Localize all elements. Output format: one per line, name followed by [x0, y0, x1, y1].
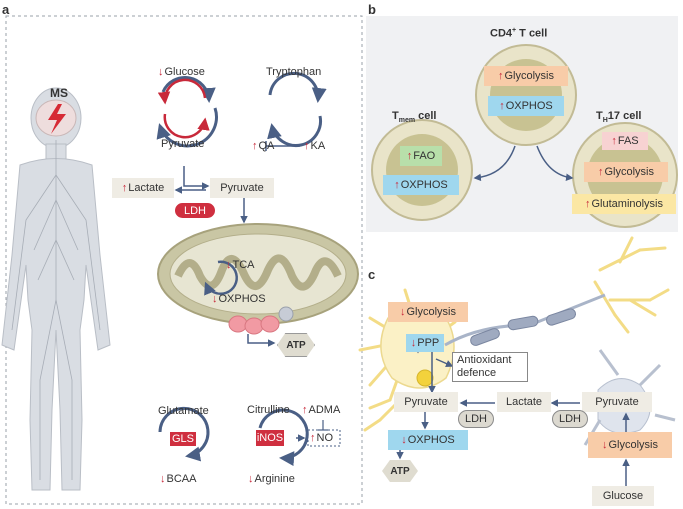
glutamine-glutamate: Glutamate — [158, 405, 209, 417]
c-glycolysis-neuron: ↓Glycolysis — [388, 302, 468, 322]
tmem-fao: ↑FAO — [400, 146, 442, 166]
th17-title: TH17 cell — [596, 110, 642, 125]
c-pyruvate-neuron: Pyruvate — [394, 392, 458, 412]
glycolysis-glucose: ↓Glucose — [158, 66, 205, 78]
c-glycolysis-oligo: ↓Glycolysis — [588, 432, 672, 458]
tca-cycle-arrow — [204, 260, 238, 296]
urea-arginine: ↓Arginine — [248, 473, 295, 485]
cd4-glycolysis: ↑Glycolysis — [484, 66, 568, 86]
mitochondrion-illustration — [157, 223, 359, 325]
panel-label-a: a — [2, 2, 10, 17]
c-lactate: Lactate — [497, 392, 551, 412]
panel-label-c: c — [368, 267, 376, 282]
arrow-ppp-to-antioxidant — [435, 358, 454, 368]
no-dashed-box — [307, 429, 341, 447]
cd4-cell-illustration — [475, 44, 577, 146]
cd4-oxphos: ↑OXPHOS — [488, 96, 564, 116]
arrow-cd4-to-th17 — [536, 145, 574, 181]
c-glucose: Glucose — [592, 486, 654, 506]
kynurenine-qa: ↑QA — [252, 140, 275, 152]
th17-glycolysis: ↑Glycolysis — [584, 162, 668, 182]
panel-a-frame — [5, 15, 363, 505]
th17-fas: ↑FAS — [602, 132, 648, 150]
glutamine-bcaa: ↓BCAA — [160, 473, 197, 485]
glutamine-cycle-arrow — [158, 406, 210, 462]
lightning-bolt-icon — [48, 104, 66, 134]
arrow-cd4-to-tmem — [473, 145, 516, 182]
electron-transport-chain-icon — [228, 306, 294, 335]
arrow-glycolysis-to-pyruvate — [183, 166, 210, 190]
arrow-oxphos-to-atp — [247, 334, 276, 347]
urea-no: ↑NO — [310, 432, 333, 444]
glycolysis-cycle-arrows — [156, 75, 218, 148]
tmem-title: Tmem cell — [392, 110, 437, 125]
cd4-title: CD4+ T cell — [490, 27, 548, 40]
th17-glutaminolysis: ↑Glutaminolysis — [572, 194, 676, 214]
glycolysis-pyruvate: Pyruvate — [161, 138, 205, 150]
oxphos-label: ↓OXPHOS — [212, 293, 266, 305]
c-ppp: ↓PPP — [406, 334, 444, 352]
tmem-cell-illustration — [371, 119, 473, 221]
kynurenine-ka: ↑KA — [304, 140, 326, 152]
kynurenine-tryptophan: Tryptophan — [266, 66, 322, 78]
panel-label-b: b — [368, 2, 376, 17]
c-oxphos: ↓OXPHOS — [388, 430, 468, 450]
c-pyruvate-oligo: Pyruvate — [582, 392, 652, 412]
urea-adma: ↑ADMA — [302, 404, 341, 416]
pyruvate-box: Pyruvate — [210, 178, 274, 198]
urea-citrulline: Citrulline — [247, 404, 290, 416]
lactate-box: ↑Lactate — [112, 178, 174, 198]
nervous-system-lines — [11, 140, 101, 480]
urea-cycle-arrow — [258, 408, 309, 467]
gls-enzyme: GLS — [170, 432, 196, 446]
inos-enzyme: iNOS — [256, 430, 284, 446]
c-ldh-right: LDH — [552, 410, 588, 428]
ms-label: MS — [50, 86, 68, 100]
kynurenine-cycle-arrows — [267, 71, 327, 147]
tca-label: ↓TCA — [226, 259, 255, 271]
tmem-oxphos: ↑OXPHOS — [383, 175, 459, 195]
atp-hexagon: ATP — [277, 333, 315, 357]
c-ldh-left: LDH — [458, 410, 494, 428]
ldh-enzyme: LDH — [175, 203, 215, 218]
c-antioxidant-defence: Antioxidant defence — [452, 352, 528, 382]
c-atp-hexagon: ATP — [382, 460, 418, 482]
neuron-dendrites — [358, 236, 670, 432]
axon-myelin — [444, 293, 606, 347]
